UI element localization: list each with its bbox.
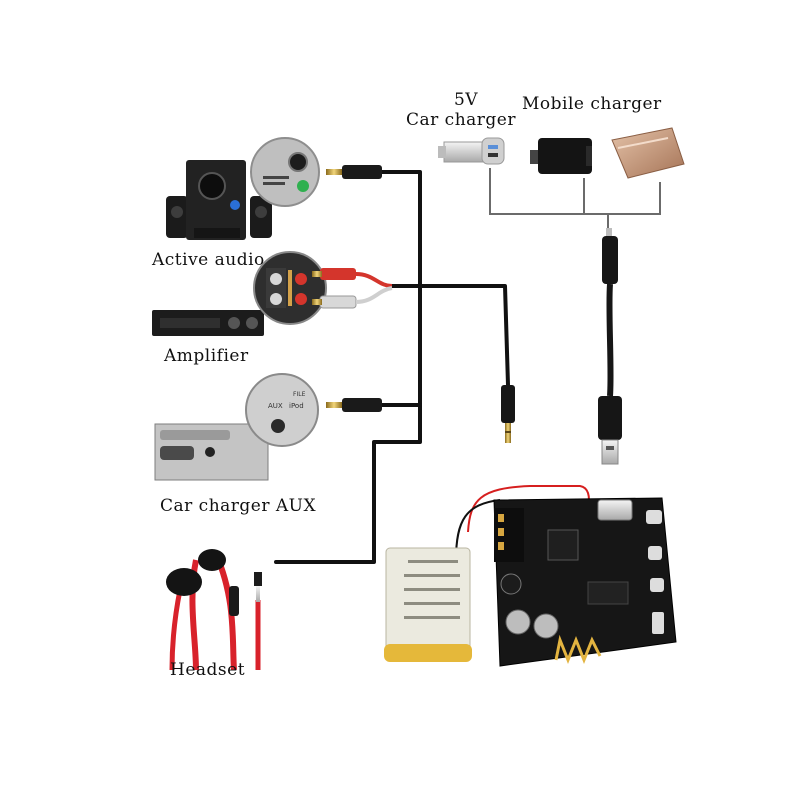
- label-active-audio: Active audio: [152, 250, 265, 270]
- power-lines: [489, 168, 661, 228]
- speaker-jack-plug: [326, 165, 382, 179]
- label-amplifier: Amplifier: [164, 346, 249, 366]
- lipo-battery: [384, 547, 472, 662]
- label-5v: 5V: [453, 90, 479, 110]
- main-cables: [274, 170, 510, 564]
- active-audio-speakers: [166, 137, 320, 240]
- car-aux-jack-plug: [326, 398, 382, 412]
- amplifier: [152, 251, 327, 336]
- module-jack-plug: [501, 385, 515, 443]
- wall-charger: [530, 138, 592, 174]
- label-car-charger-aux: Car charger AUX: [160, 496, 317, 516]
- ipod-text: iPod: [289, 402, 304, 410]
- bluetooth-module: [455, 485, 677, 667]
- headset: [166, 549, 262, 671]
- cable-active-audio: [380, 170, 422, 290]
- usb-cable: [598, 228, 622, 465]
- car-aux-panel: AUX iPod FILE: [154, 373, 319, 481]
- file-text: FILE: [293, 391, 306, 398]
- cable-to-3-5mm-plug: [418, 284, 510, 387]
- cable-headset: [274, 408, 422, 564]
- aux-text: AUX: [268, 402, 283, 410]
- label-headset: Headset: [170, 660, 246, 680]
- car-charger: [438, 137, 505, 165]
- label-car-charger: Car charger: [406, 110, 516, 130]
- power-bank: [611, 127, 685, 179]
- rca-cable: [312, 268, 393, 309]
- label-mobile-charger: Mobile charger: [522, 94, 662, 114]
